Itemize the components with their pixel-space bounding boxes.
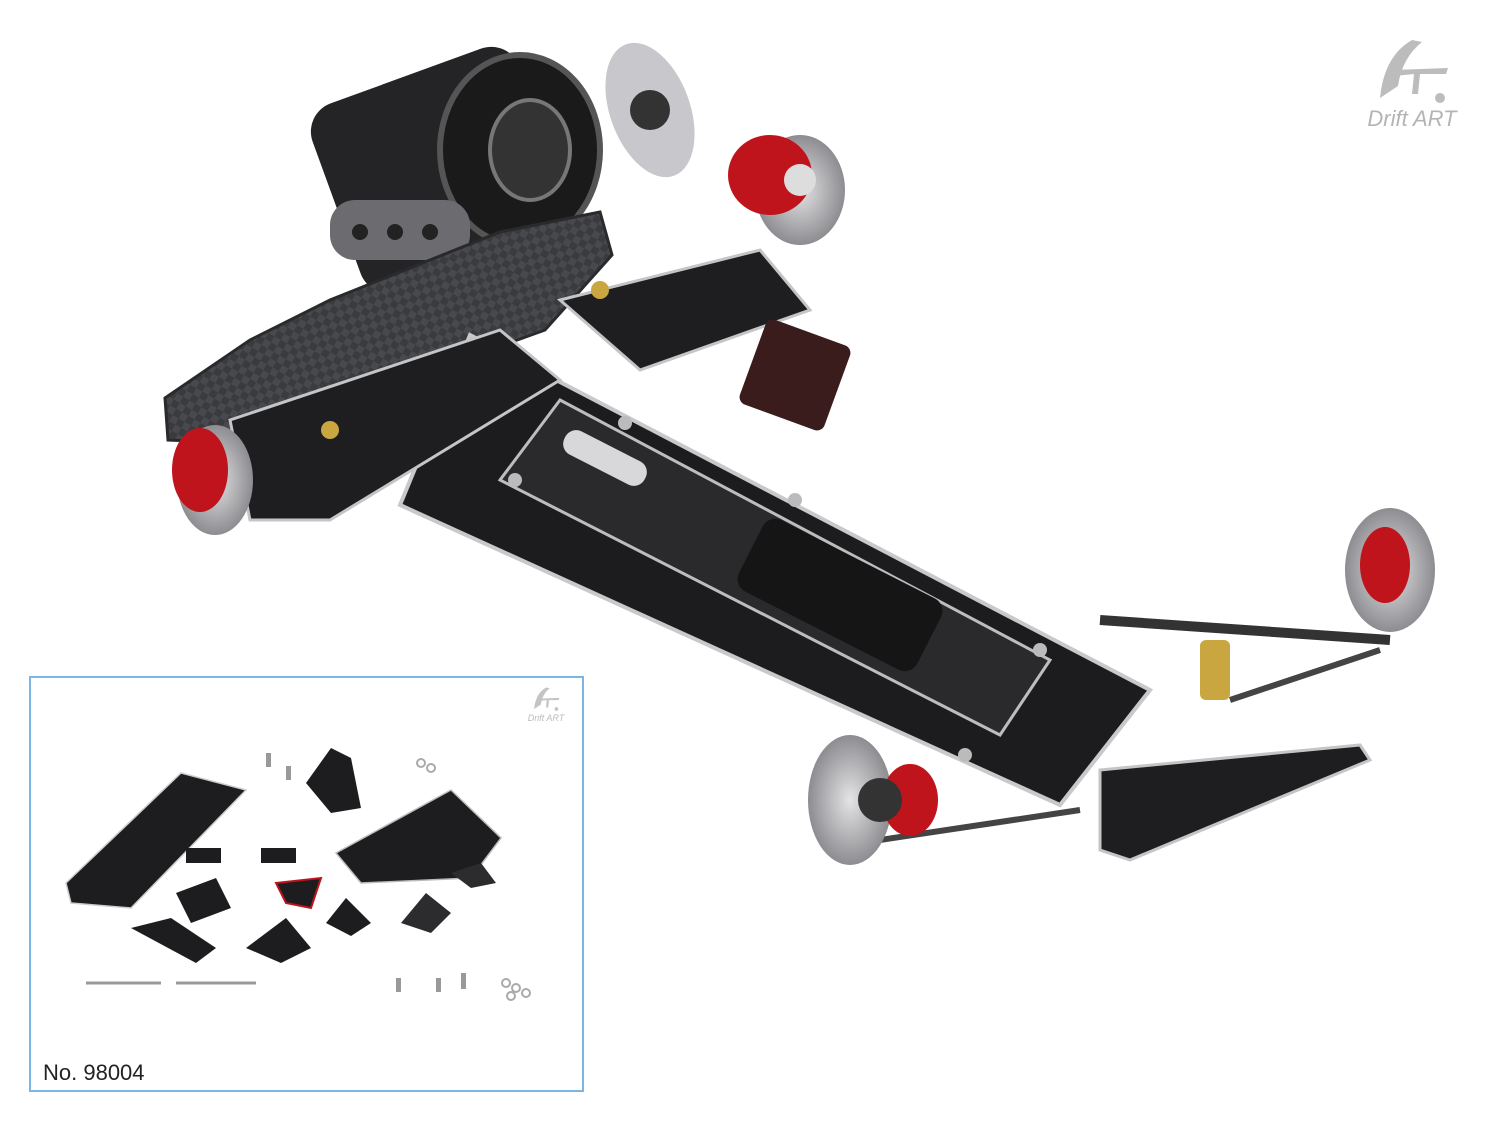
front-right-wheel-hub — [728, 135, 845, 245]
drift-art-logo-icon — [534, 687, 560, 711]
part-swap-mount — [326, 898, 371, 936]
front-suspension — [228, 248, 851, 522]
motor — [310, 46, 603, 294]
part-washers — [416, 758, 531, 1001]
part-number-caption: No. 98004 — [43, 1060, 145, 1085]
part-screws — [266, 753, 466, 992]
main-chassis — [397, 332, 1154, 808]
fan — [605, 42, 695, 178]
rear-suspension — [879, 615, 1391, 862]
part-arm — [176, 878, 231, 923]
part-plate — [401, 893, 451, 933]
part-gyro-cage — [274, 876, 323, 910]
rear-right-wheel-hub — [1345, 508, 1435, 632]
brand-logo-text: Drift ART — [1367, 106, 1457, 131]
front-left-wheel-hub — [172, 425, 253, 535]
parts-layout — [65, 748, 531, 1001]
part-bracket — [261, 848, 296, 863]
part-main-plate — [334, 789, 502, 884]
inset-logo-text: Drift ART — [527, 713, 565, 723]
inset-logo: Drift ART — [524, 686, 568, 723]
part-arm — [131, 918, 216, 963]
brand-logo: Drift ART — [1362, 36, 1462, 132]
drift-art-logo-icon — [1380, 40, 1448, 103]
part-bracket — [186, 848, 221, 863]
part-arm — [246, 918, 311, 963]
part-servo-mount — [306, 748, 361, 813]
parts-kit-inset: Drift ART No. 98004 — [29, 676, 584, 1092]
part-link — [451, 863, 496, 888]
rear-left-wheel-hub — [808, 735, 938, 865]
